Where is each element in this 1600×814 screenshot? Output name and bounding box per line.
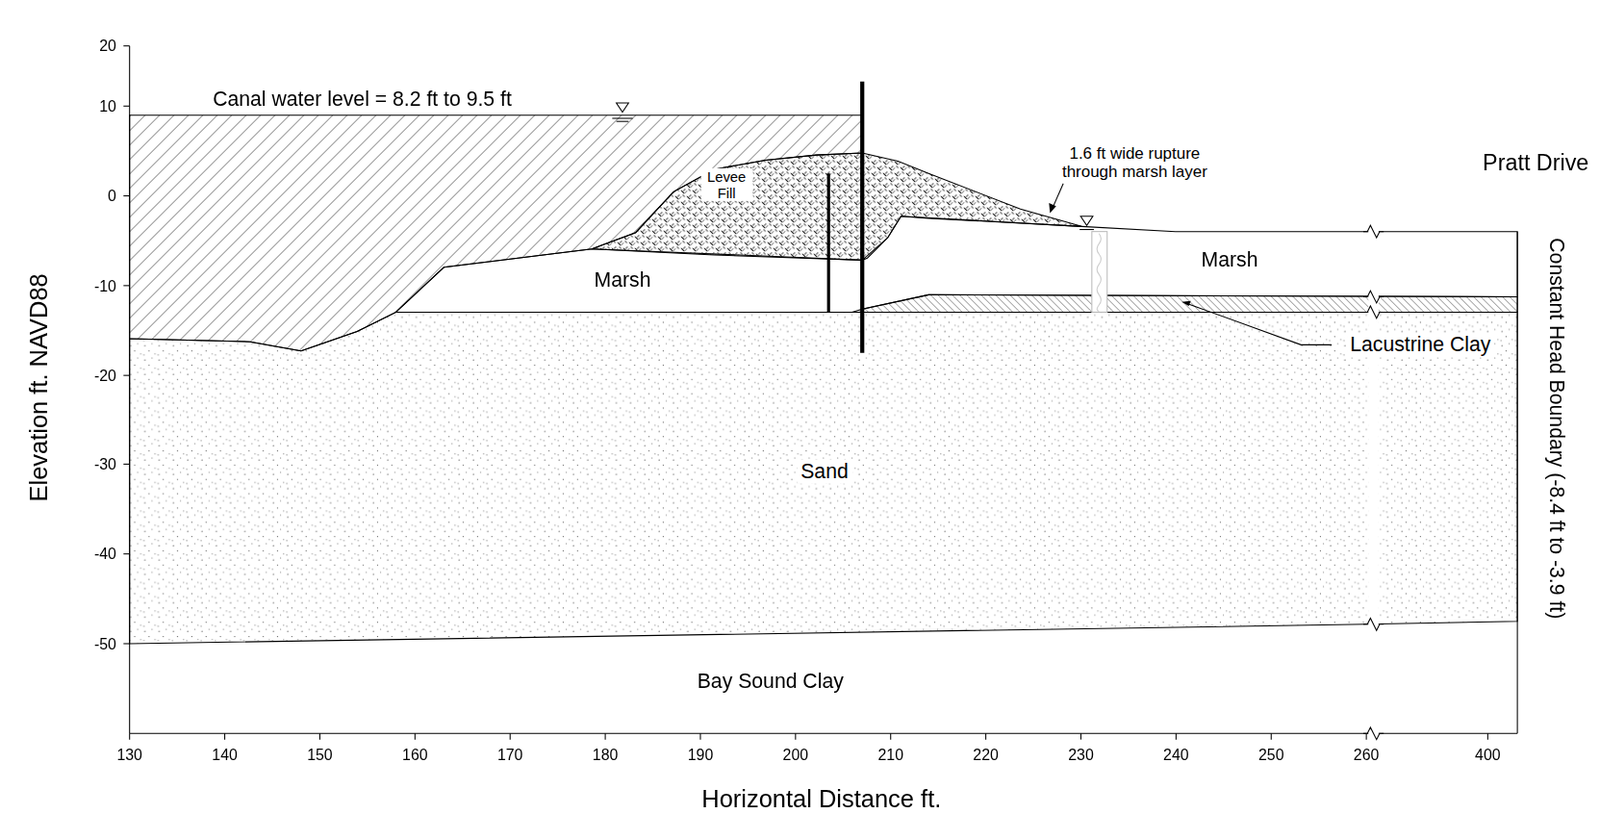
axis-tick	[1366, 733, 1368, 739]
soil-label: Marsh	[1201, 248, 1259, 272]
tick-label: 0	[107, 186, 117, 204]
tick-label: -50	[94, 634, 117, 653]
axis-tick	[985, 733, 987, 739]
tick-label: 250	[1258, 745, 1285, 763]
tick-label: 20	[99, 37, 117, 55]
tick-label: -40	[94, 545, 117, 563]
axis-tick	[889, 733, 891, 739]
axis-title: Elevation ft. NAVD88	[25, 273, 53, 502]
boundary-label: Constant Head Boundary (-8.4 ft to -3.9 …	[1544, 237, 1568, 619]
soil-label: Marsh	[593, 268, 651, 292]
axis-tick	[605, 733, 607, 739]
axis-tick	[1270, 733, 1272, 739]
soil-label: Levee Fill	[701, 168, 753, 202]
water-level-label: Canal water level = 8.2 ft to 9.5 ft	[212, 87, 512, 111]
tick-label: 140	[211, 745, 238, 763]
tick-label: 240	[1163, 745, 1190, 763]
tick-label: 210	[877, 745, 904, 763]
axis-tick	[794, 733, 796, 739]
tick-label: 170	[497, 745, 524, 763]
tick-label: -30	[94, 455, 117, 473]
location-label: Pratt Drive	[1482, 150, 1589, 177]
callout-note: 1.6 ft wide rupture through marsh layer	[1047, 144, 1222, 182]
axis-tick	[128, 733, 130, 739]
axis-tick	[699, 733, 701, 739]
axis-tick	[1487, 733, 1489, 739]
axis-tick	[1175, 733, 1177, 739]
tick-label: 130	[116, 745, 143, 763]
soil-label: Sand	[797, 459, 852, 483]
tick-label: -10	[94, 277, 117, 295]
tick-label: 260	[1353, 745, 1380, 763]
tick-label: 150	[306, 745, 333, 763]
tick-label: -20	[94, 366, 117, 384]
soil-label: Bay Sound Clay	[697, 669, 844, 693]
tick-label: 400	[1474, 745, 1501, 763]
tick-label: 230	[1067, 745, 1094, 763]
tick-label: 220	[972, 745, 999, 763]
axis-title: Horizontal Distance ft.	[701, 785, 941, 813]
tick-label: 190	[687, 745, 714, 763]
axis-tick	[224, 733, 226, 739]
soil-label: Lacustrine Clay	[1346, 332, 1495, 356]
axis-tick	[509, 733, 511, 739]
tick-label: 160	[402, 745, 429, 763]
axis-tick	[1080, 733, 1082, 739]
axis-tick	[414, 733, 416, 739]
axis-tick	[319, 733, 321, 739]
tick-label: 200	[783, 745, 810, 763]
tick-label: 10	[99, 97, 117, 115]
tick-label: 180	[592, 745, 619, 763]
